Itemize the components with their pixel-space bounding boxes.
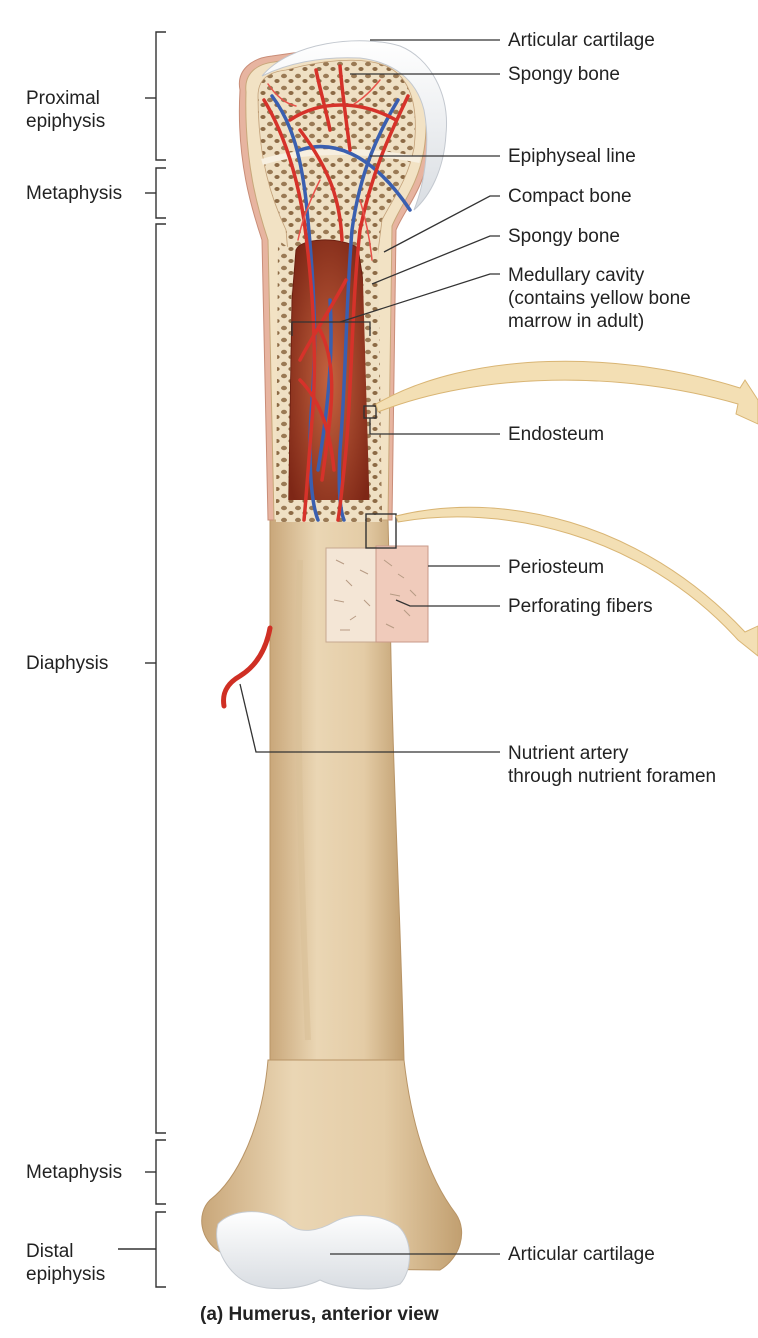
label-diaphysis: Diaphysis — [26, 653, 109, 674]
label-periosteum: Periosteum — [508, 557, 605, 578]
articular-cartilage-proximal — [261, 40, 448, 211]
label-medullary-line1: Medullary cavity — [508, 265, 645, 286]
figure-caption: (a) Humerus, anterior view — [200, 1304, 439, 1325]
label-medullary-cavity: Medullary cavity (contains yellow bone m… — [508, 264, 691, 333]
label-articular-cartilage-top: Articular cartilage — [508, 30, 655, 51]
label-spongy-bone-top: Spongy bone — [508, 64, 620, 85]
label-proximal-line1: Proximal — [26, 88, 100, 109]
articular-cartilage-distal — [216, 1211, 410, 1290]
label-proximal-epiphysis: Proximal epiphysis — [26, 87, 105, 133]
label-distal-line2: epiphysis — [26, 1264, 106, 1285]
label-spongy-bone-mid: Spongy bone — [508, 226, 620, 247]
label-nutrient-artery: Nutrient artery through nutrient foramen — [508, 742, 716, 788]
left-brackets — [118, 31, 166, 1288]
label-perforating-fibers: Perforating fibers — [508, 596, 653, 617]
label-medullary-line3: marrow in adult) — [508, 311, 645, 332]
label-articular-cartilage-bottom: Articular cartilage — [508, 1244, 655, 1265]
right-leaders — [239, 39, 500, 1255]
diaphysis-shaft — [269, 519, 405, 1061]
label-nutrient-line1: Nutrient artery — [508, 743, 629, 764]
label-proximal-line2: epiphysis — [26, 111, 106, 132]
label-epiphyseal-line: Epiphyseal line — [508, 146, 636, 167]
label-compact-bone: Compact bone — [508, 186, 632, 207]
label-distal-epiphysis: Distal epiphysis — [26, 1240, 105, 1286]
callout-arrows — [375, 360, 758, 657]
distal-end — [201, 1059, 463, 1290]
nutrient-artery — [221, 625, 273, 709]
label-metaphysis-top: Metaphysis — [26, 183, 123, 204]
periosteum-callout-box — [365, 513, 397, 549]
periosteum-flap — [325, 545, 429, 643]
label-medullary-line2: (contains yellow bone — [508, 288, 691, 309]
label-distal-line1: Distal — [26, 1241, 74, 1262]
label-metaphysis-bottom: Metaphysis — [26, 1162, 123, 1183]
label-endosteum: Endosteum — [508, 424, 605, 445]
label-nutrient-line2: through nutrient foramen — [508, 766, 717, 787]
